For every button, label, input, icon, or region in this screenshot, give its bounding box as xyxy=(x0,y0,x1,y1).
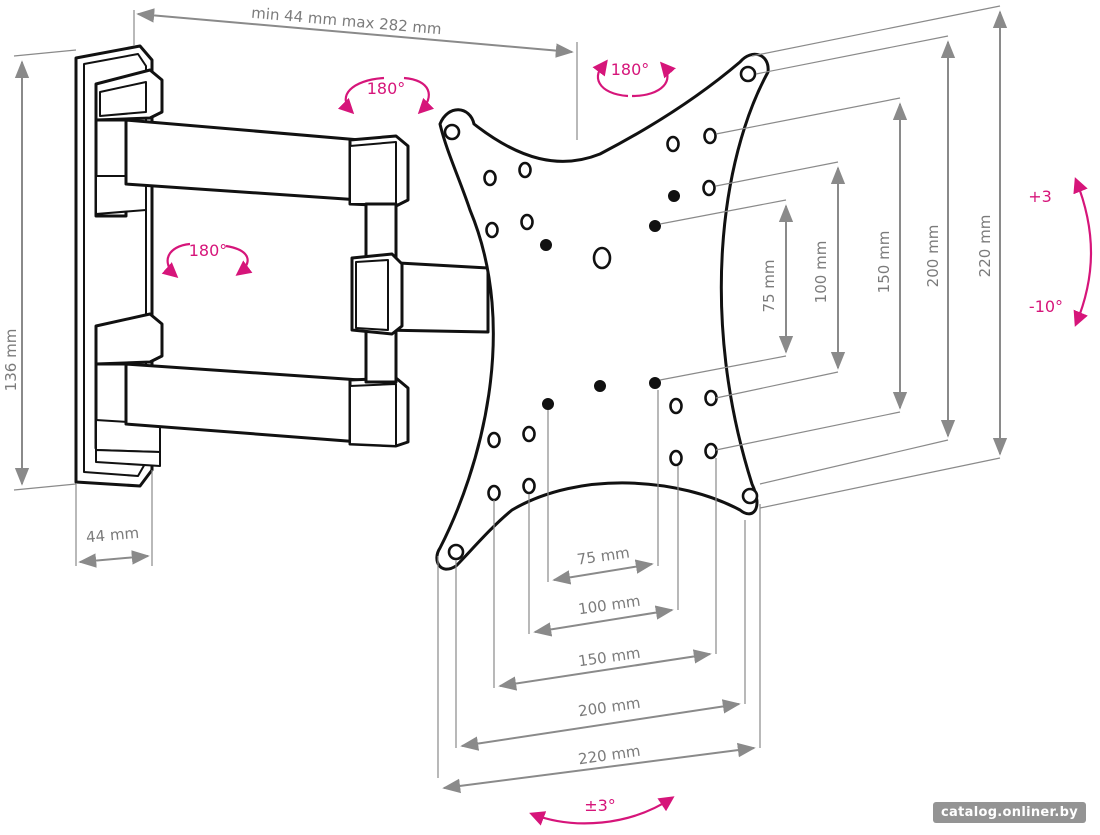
horizontal-100-label: 100 mm xyxy=(577,592,642,619)
swivel-label: ±3° xyxy=(584,796,616,815)
horizontal-75-label: 75 mm xyxy=(576,543,631,568)
tilt-up-label: +3 xyxy=(1028,187,1052,206)
plate-top-rotation-label: 180° xyxy=(611,60,650,79)
rotation-plate-top: 180° xyxy=(592,59,676,98)
vesa-plate xyxy=(435,52,770,571)
rotation-arm-middle: 180° xyxy=(161,241,253,279)
vertical-spacing-dimensions: 75 mm 100 mm 150 mm 200 mm 220 mm xyxy=(659,5,1008,509)
horizontal-200-label: 200 mm xyxy=(577,694,642,721)
rotation-tilt: +3 -10° xyxy=(1028,177,1093,327)
upper-arm xyxy=(124,118,410,208)
tilt-down-label: -10° xyxy=(1029,297,1063,316)
wall-plate-depth-dimension: 44 mm xyxy=(75,470,153,568)
rotation-arm-top: 180° xyxy=(337,76,435,115)
pivot-post xyxy=(350,202,490,384)
arm-middle-rotation-label: 180° xyxy=(189,241,228,260)
horizontal-spacing-dimensions: 75 mm 100 mm 150 mm 200 mm 220 mm xyxy=(437,390,761,794)
lower-arm xyxy=(124,362,410,448)
wall-plate-height-dimension: 136 mm xyxy=(2,49,77,491)
vertical-100-label: 100 mm xyxy=(812,241,830,304)
wall-plate-height-label: 136 mm xyxy=(2,329,20,392)
vertical-200-label: 200 mm xyxy=(924,225,942,288)
rotation-swivel: ±3° xyxy=(529,796,675,826)
vertical-220-label: 220 mm xyxy=(976,215,994,278)
wall-plate-depth-label: 44 mm xyxy=(85,524,139,547)
watermark: catalog.onliner.by xyxy=(933,802,1086,823)
arm-extension-dimension: min 44 mm max 282 mm xyxy=(133,4,578,140)
arm-top-rotation-label: 180° xyxy=(367,79,406,98)
vertical-150-label: 150 mm xyxy=(875,231,893,294)
vertical-75-label: 75 mm xyxy=(760,259,778,312)
